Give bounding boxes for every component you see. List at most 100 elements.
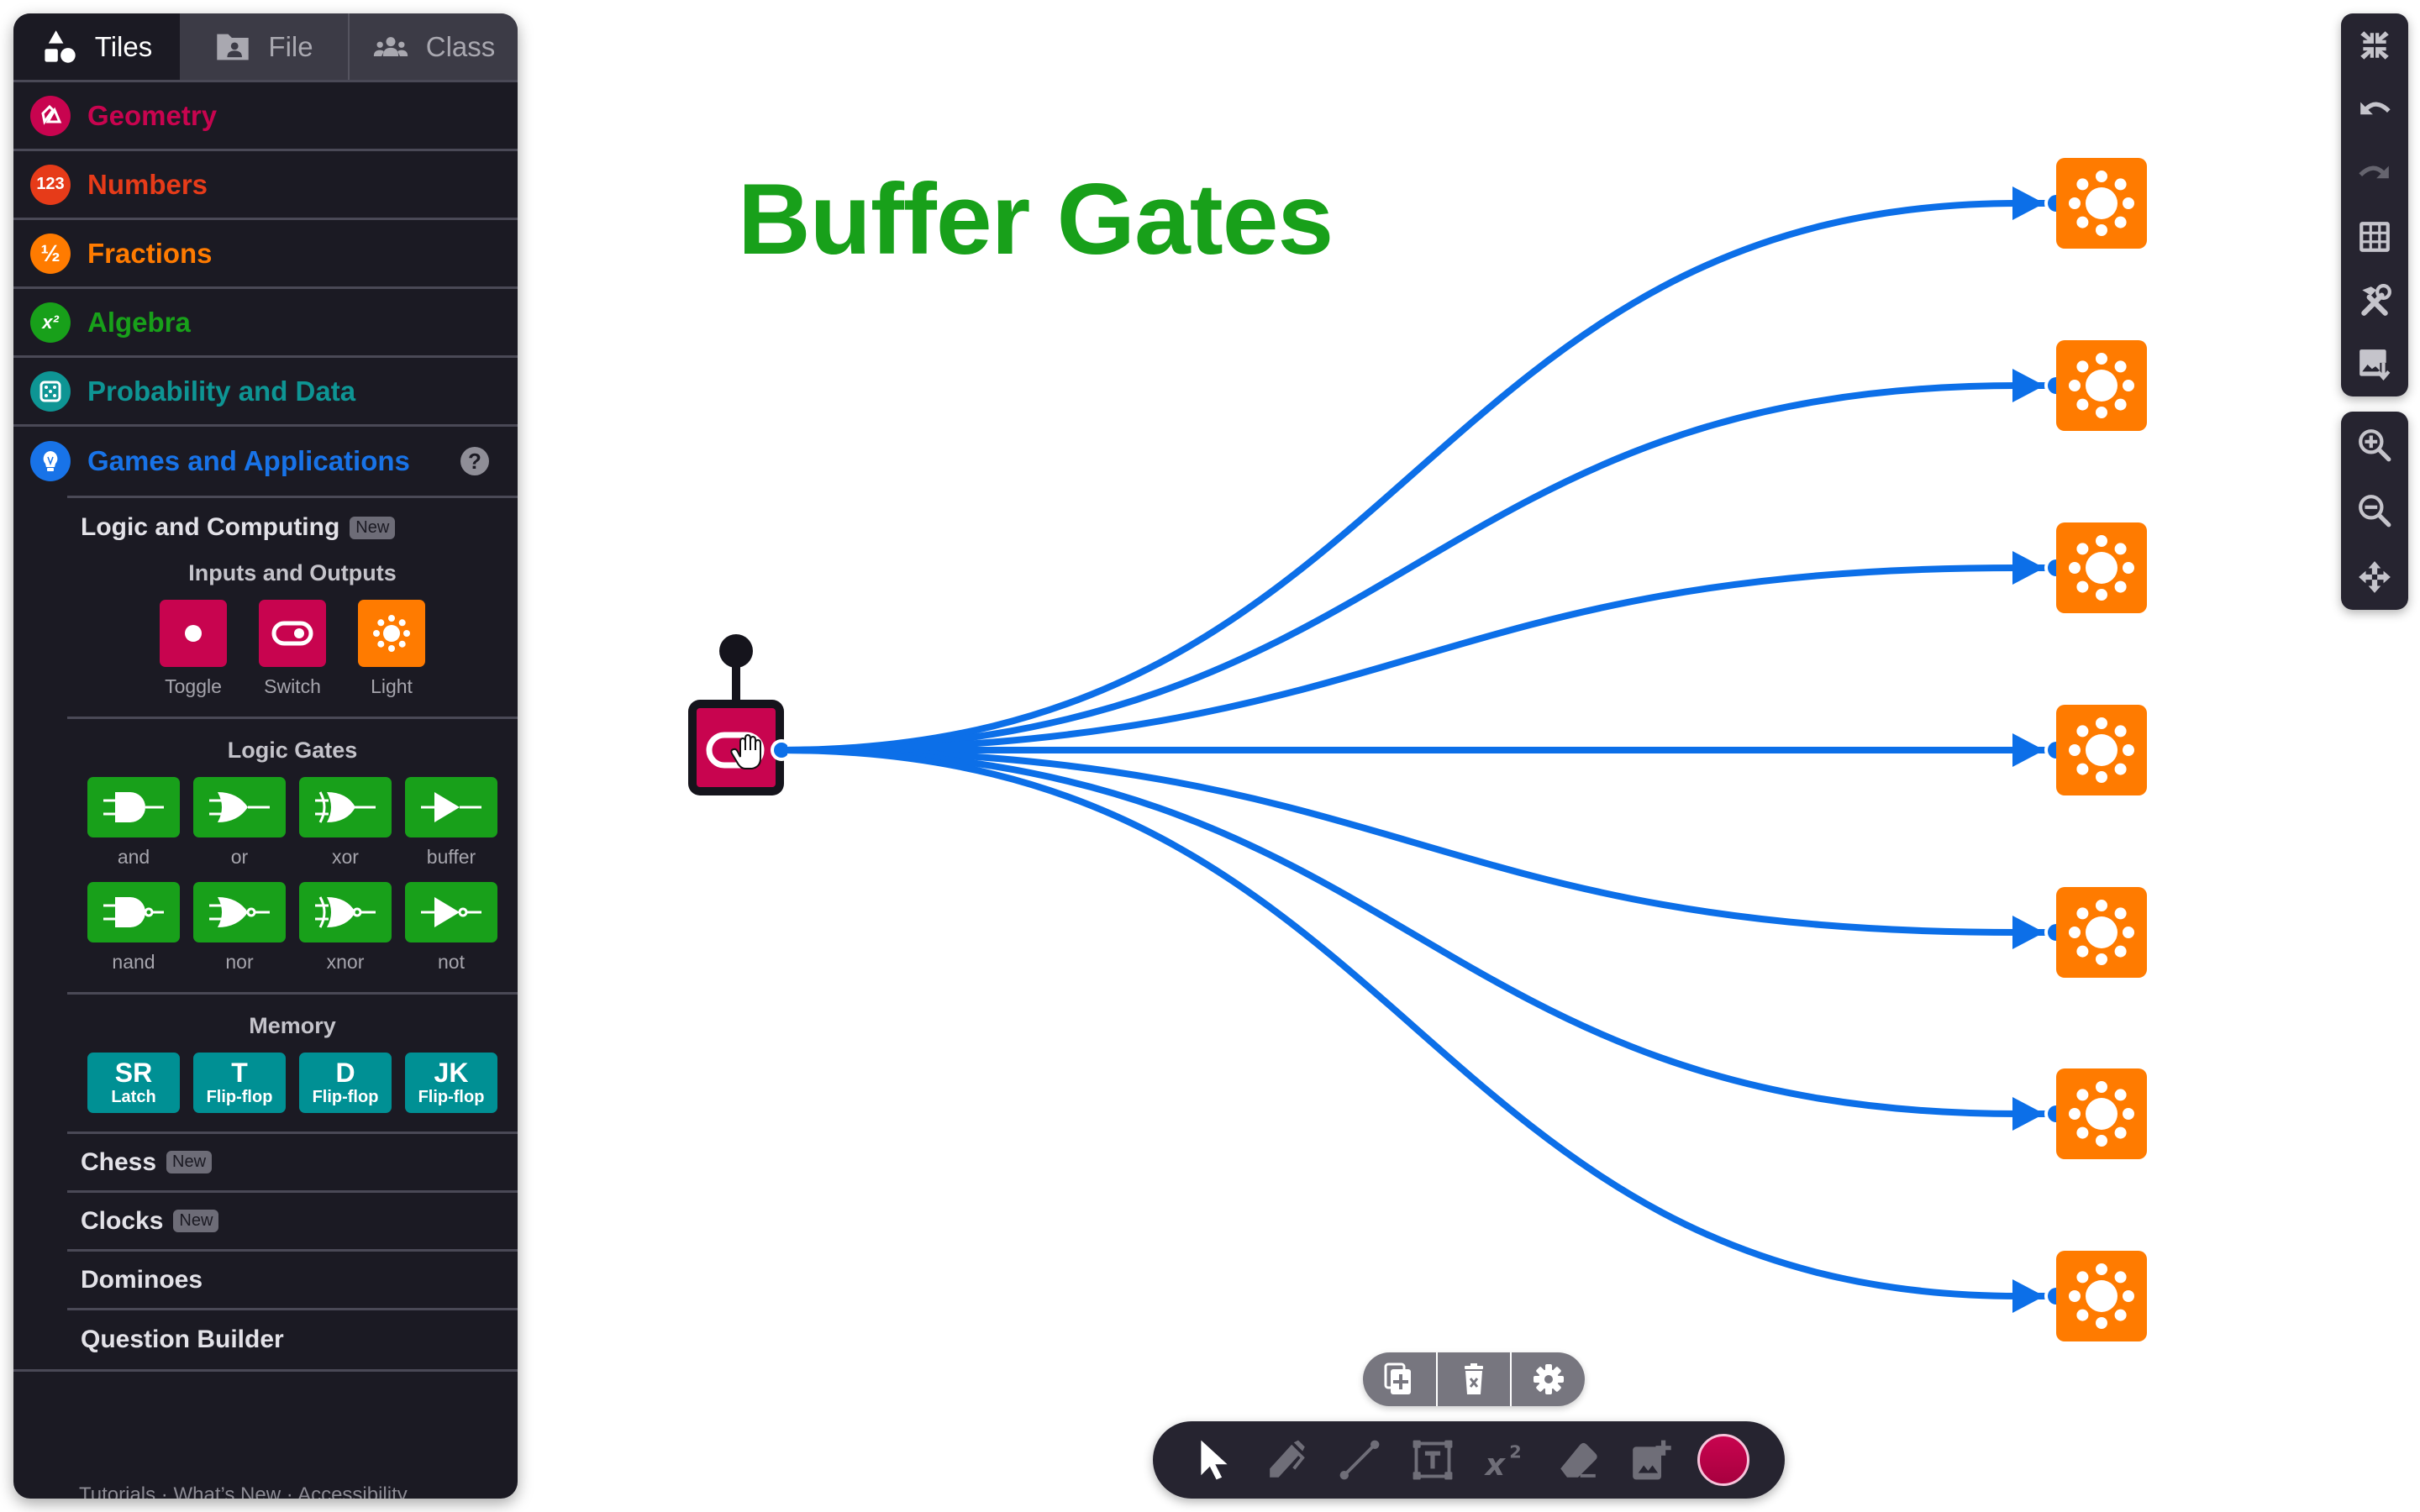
add-image-tool[interactable]	[1624, 1434, 1676, 1486]
pen-tool[interactable]	[1261, 1434, 1313, 1486]
text-tool[interactable]	[1407, 1434, 1459, 1486]
tab-class[interactable]: Class	[350, 13, 518, 80]
dominoes-item[interactable]: Dominoes	[67, 1252, 518, 1310]
new-badge: New	[166, 1151, 213, 1173]
users-icon	[373, 36, 408, 56]
line-tool[interactable]	[1334, 1434, 1386, 1486]
text-box-icon	[1413, 1440, 1453, 1480]
duplicate-button[interactable]	[1363, 1352, 1436, 1406]
eraser-tool[interactable]	[1552, 1434, 1604, 1486]
and-gate-icon	[87, 777, 180, 837]
sidebar: Tiles File Class Geometry 123 Numbers ½ …	[13, 13, 518, 1499]
wire[interactable]	[778, 382, 2048, 753]
light-component[interactable]	[2056, 340, 2147, 431]
category-games[interactable]: Games and Applications ?	[13, 427, 518, 496]
category-numbers[interactable]: 123 Numbers	[13, 151, 518, 220]
light-tile[interactable]: Light	[358, 600, 425, 698]
toggle-icon	[160, 600, 227, 667]
clocks-item[interactable]: Clocks New	[67, 1193, 518, 1252]
tile-caption: xor	[332, 846, 359, 868]
toggle-tile[interactable]: Toggle	[160, 600, 227, 698]
wire-arrow-icon	[2012, 551, 2044, 585]
nand-gate-tile[interactable]: nand	[87, 882, 180, 974]
light-component[interactable]	[2056, 887, 2147, 978]
color-picker[interactable]	[1697, 1434, 1749, 1486]
not-gate-tile[interactable]: not	[405, 882, 497, 974]
wire-arrow-icon	[2012, 186, 2044, 220]
light-component[interactable]	[2056, 522, 2147, 613]
collapse-icon	[2360, 31, 2389, 60]
xor-gate-tile[interactable]: xor	[299, 777, 392, 869]
zoom-in-button[interactable]	[2341, 412, 2408, 478]
or-gate-tile[interactable]: or	[193, 777, 286, 869]
zoom-out-button[interactable]	[2341, 478, 2408, 543]
light-component[interactable]	[2056, 1251, 2147, 1341]
zoom-out-icon	[2359, 495, 2391, 528]
sub-item-label: Chess	[81, 1147, 157, 1176]
settings-icon	[1533, 1364, 1564, 1394]
delete-button[interactable]	[1435, 1352, 1511, 1406]
wire[interactable]	[778, 564, 2048, 753]
tools-button[interactable]	[2341, 269, 2408, 333]
help-icon[interactable]: ?	[460, 447, 489, 475]
tile-caption: nand	[112, 951, 155, 973]
tile-caption: Light	[371, 675, 413, 697]
wire[interactable]	[778, 747, 2048, 1299]
view-toolbar	[2341, 13, 2408, 396]
tab-label: Tiles	[94, 30, 153, 62]
wire-arrow-icon	[2012, 1097, 2044, 1131]
geometry-icon	[30, 95, 71, 136]
select-tool[interactable]	[1188, 1434, 1240, 1486]
memory-title: SR	[114, 1057, 153, 1088]
and-gate-tile[interactable]: and	[87, 777, 180, 869]
logic-and-computing[interactable]: Logic and Computing New	[67, 498, 518, 557]
sub-item-label: Logic and Computing	[81, 513, 340, 541]
chess-item[interactable]: Chess New	[67, 1134, 518, 1193]
group-title: Inputs and Outputs	[188, 560, 397, 585]
redo-button[interactable]	[2341, 141, 2408, 205]
download-image-button[interactable]	[2341, 333, 2408, 396]
games-submenu: Logic and Computing New Inputs and Outpu…	[67, 496, 518, 1369]
select-icon	[1201, 1440, 1228, 1480]
pan-button[interactable]	[2341, 544, 2408, 610]
wire[interactable]	[778, 747, 2048, 936]
nand-gate-icon	[87, 882, 180, 942]
buffer-gate-icon	[405, 777, 497, 837]
light-bulb-icon	[2069, 717, 2134, 783]
wire[interactable]	[778, 200, 2048, 753]
svg-text:2: 2	[1509, 1441, 1521, 1462]
switch-component[interactable]	[685, 634, 792, 802]
tab-tiles[interactable]: Tiles	[13, 13, 180, 80]
light-component[interactable]	[2056, 705, 2147, 795]
grid-button[interactable]	[2341, 205, 2408, 269]
tile-actions-toolbar	[1363, 1352, 1585, 1406]
category-probability[interactable]: Probability and Data	[13, 358, 518, 427]
settings-button[interactable]	[1510, 1352, 1585, 1406]
xnor-gate-tile[interactable]: xnor	[299, 882, 392, 974]
undo-button[interactable]	[2341, 77, 2408, 141]
light-component[interactable]	[2056, 158, 2147, 249]
wire[interactable]	[778, 747, 2048, 1117]
light-component[interactable]	[2056, 1068, 2147, 1159]
collapse-button[interactable]	[2341, 13, 2408, 77]
switch-tile[interactable]: Switch	[259, 600, 326, 698]
tile-caption: Toggle	[165, 675, 222, 697]
category-algebra[interactable]: x² Algebra	[13, 289, 518, 358]
nor-gate-tile[interactable]: nor	[193, 882, 286, 974]
category-fractions[interactable]: ½ Fractions	[13, 220, 518, 289]
category-geometry[interactable]: Geometry	[13, 82, 518, 151]
tab-file[interactable]: File	[180, 13, 350, 80]
question-builder-item[interactable]: Question Builder	[67, 1310, 518, 1369]
buffer-gate-tile[interactable]: buffer	[405, 777, 497, 869]
footer-links[interactable]: Tutorials · What’s New · Accessibility	[79, 1483, 408, 1499]
canvas-title[interactable]: Buffer Gates	[738, 163, 1334, 276]
category-label: Numbers	[87, 168, 208, 200]
